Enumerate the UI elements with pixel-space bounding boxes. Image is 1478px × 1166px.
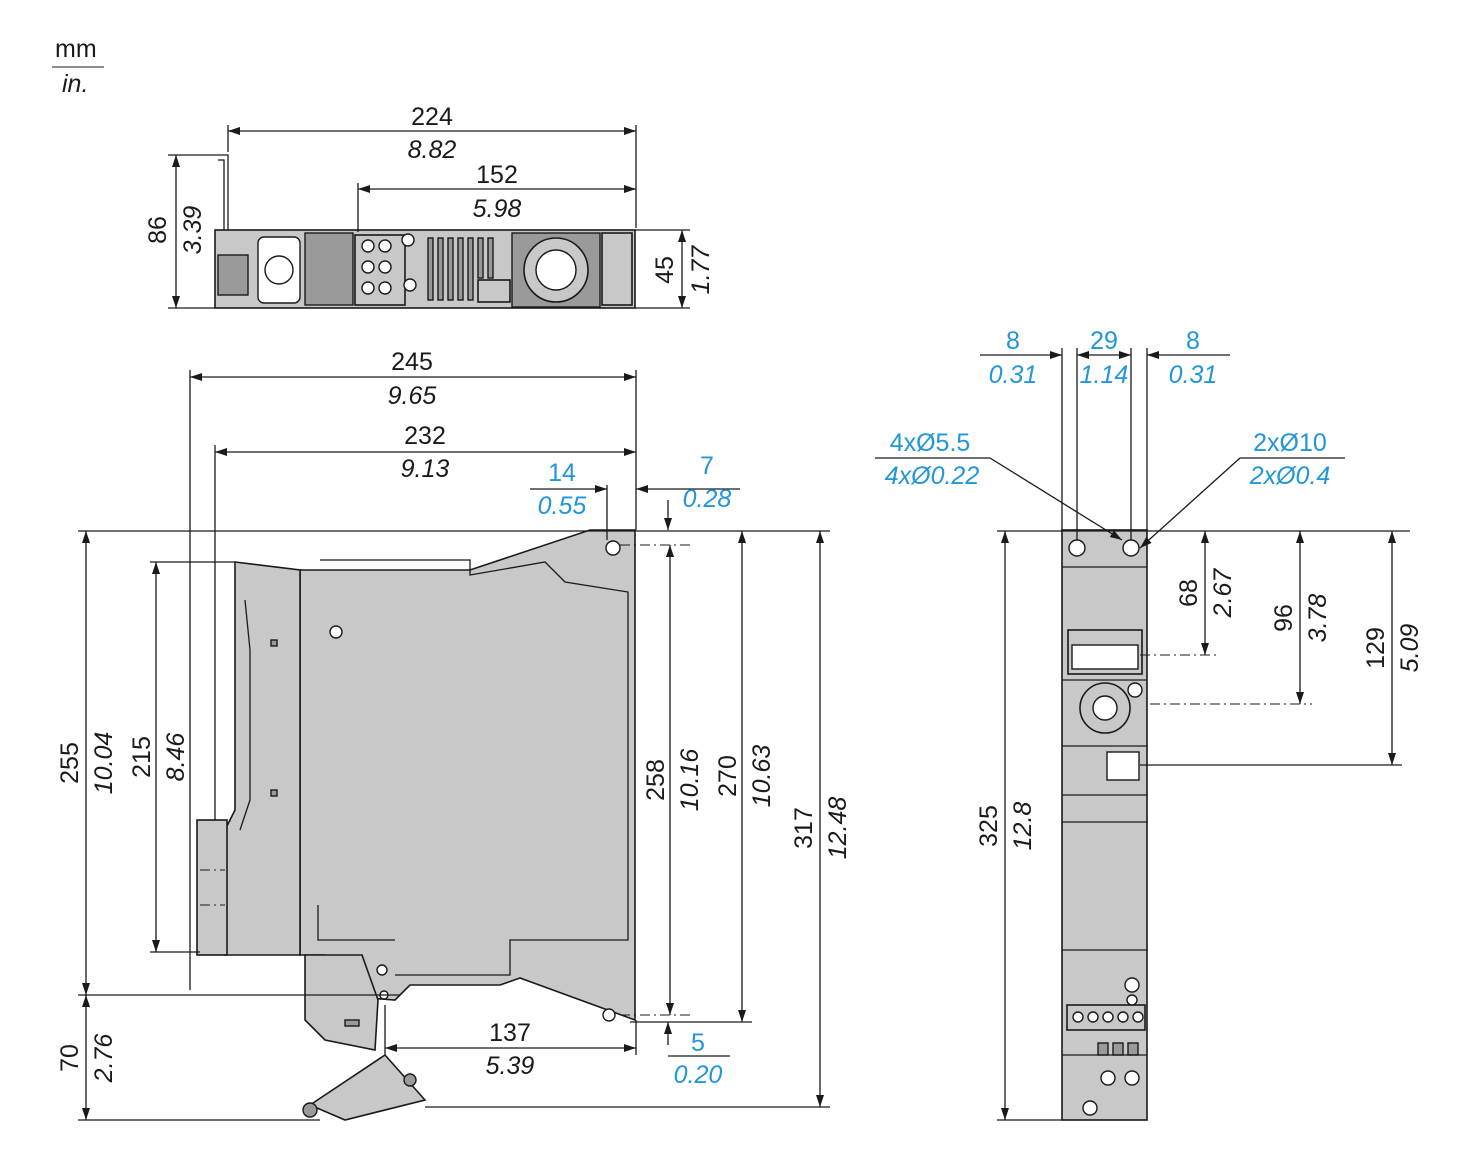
dim-258: 258 (642, 759, 670, 801)
callout-small-holes-in: 4xØ0.22 (885, 462, 980, 490)
dim-7-in: 0.28 (683, 485, 732, 513)
dim-137: 137 (489, 1019, 531, 1047)
dim-5-in: 0.20 (674, 1061, 723, 1089)
dim-245: 245 (391, 348, 433, 376)
side-view-body (299, 529, 636, 1022)
dim-224-in: 8.82 (408, 136, 457, 164)
dim-68: 68 (1175, 579, 1203, 607)
top-view: 224 8.82 152 5.98 86 3.39 45 1.77 (144, 103, 715, 309)
dim-29-in: 1.14 (1080, 361, 1129, 389)
dim-5: 5 (691, 1029, 705, 1057)
dim-8-right-in: 0.31 (1169, 361, 1218, 389)
callout-large-holes-in: 2xØ0.4 (1249, 462, 1331, 490)
dim-258-in: 10.16 (676, 749, 704, 812)
dim-70: 70 (56, 1044, 84, 1072)
side-view-front-panel (224, 561, 301, 956)
dim-232-in: 9.13 (401, 455, 450, 483)
dim-224: 224 (411, 103, 453, 131)
dim-7: 7 (700, 452, 714, 480)
top-view-vents (427, 237, 494, 301)
rj45-port-icon (1106, 751, 1140, 781)
dim-70-in: 2.76 (90, 1034, 118, 1084)
units-legend: mm in. (52, 35, 104, 98)
dim-86: 86 (144, 216, 172, 244)
front-view: 8 0.31 29 1.14 8 0.31 4xØ5.5 4xØ0.22 2xØ… (875, 327, 1424, 1121)
dim-215-in: 8.46 (162, 733, 190, 782)
unit-inch: in. (62, 70, 88, 98)
callout-small-holes: 4xØ5.5 (890, 429, 971, 457)
dim-232: 232 (404, 422, 446, 450)
dim-29: 29 (1090, 327, 1118, 355)
dim-96-in: 3.78 (1304, 594, 1332, 643)
dim-86-in: 3.39 (179, 206, 207, 255)
dim-129: 129 (1362, 627, 1390, 669)
dim-325: 325 (975, 805, 1003, 847)
esc-button-icon (1127, 682, 1143, 698)
dim-270-in: 10.63 (748, 745, 776, 808)
dim-14-in: 0.55 (538, 492, 587, 520)
callout-large-holes: 2xØ10 (1253, 429, 1327, 457)
dim-270: 270 (714, 755, 742, 797)
dim-152: 152 (476, 161, 518, 189)
dim-68-in: 2.67 (1209, 568, 1237, 619)
dim-317-in: 12.48 (824, 797, 852, 860)
side-view-terminals (196, 819, 228, 956)
dim-14: 14 (548, 459, 576, 487)
dim-325-in: 12.8 (1009, 802, 1037, 851)
side-view-cable-clamp (308, 1053, 427, 1121)
display-icon (1071, 644, 1139, 670)
dim-317: 317 (790, 807, 818, 849)
dim-129-in: 5.09 (1396, 624, 1424, 673)
unit-mm: mm (55, 35, 97, 63)
dim-8-left: 8 (1006, 327, 1020, 355)
dim-215: 215 (128, 736, 156, 778)
dim-8-right: 8 (1186, 327, 1200, 355)
dim-8-left-in: 0.31 (989, 361, 1038, 389)
dim-137-in: 5.39 (486, 1052, 535, 1080)
dim-152-in: 5.98 (473, 195, 522, 223)
dim-45-in: 1.77 (687, 245, 715, 295)
dim-45: 45 (651, 256, 679, 284)
dim-255-in: 10.04 (90, 732, 118, 795)
dim-245-in: 9.65 (388, 382, 437, 410)
side-view: 245 9.65 232 9.13 14 0.55 7 0.28 255 10.… (56, 348, 852, 1121)
front-view-body (1061, 529, 1148, 1121)
dim-96: 96 (1270, 604, 1298, 632)
dim-255: 255 (56, 742, 84, 784)
